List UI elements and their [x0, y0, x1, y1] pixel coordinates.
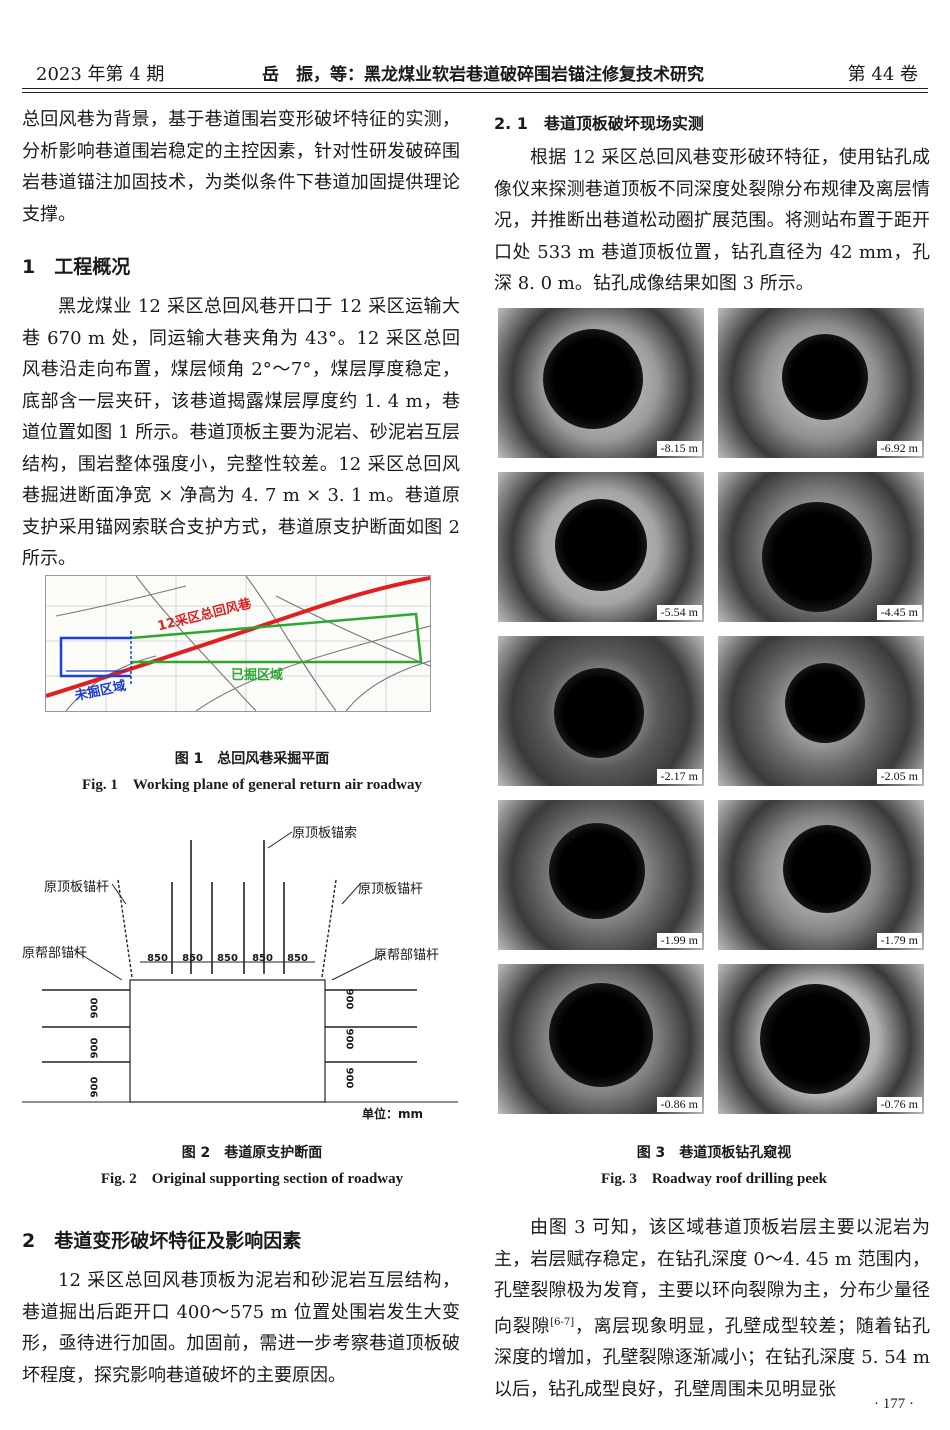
- results-text-b: ，离层现象明显，孔壁成型较差；随着钻孔深度的增加，孔壁裂隙逐渐减小；在钻孔深度 …: [494, 1315, 931, 1400]
- header-rule-top: [22, 88, 928, 89]
- rib-spacing: 900: [343, 1028, 355, 1049]
- roof-spacing: 850: [217, 953, 238, 964]
- fig2-caption-en: Fig. 2 Original supporting section of ro…: [100, 1171, 404, 1187]
- fig3-caption-en: Fig. 3 Roadway roof drilling peek: [601, 1171, 827, 1187]
- volume-number: 第 44 卷: [847, 64, 918, 85]
- borehole-photo: -1.99 m: [498, 800, 704, 950]
- right-column-bottom: 由图 3 可知，该区域巷道顶板岩层主要以泥岩为主，岩层赋存稳定，在钻孔深度 0～…: [494, 1212, 930, 1405]
- label-rib-bolt-left: 原帮部锚杆: [22, 946, 88, 961]
- fig1-caption-en: Fig. 1 Working plane of general return a…: [82, 777, 422, 793]
- figure-1: 12采区总回风巷 已掘区域 未掘区域: [45, 575, 431, 712]
- borehole-photo: -2.17 m: [498, 636, 704, 786]
- left-column-bottom: 2 巷道变形破坏特征及影响因素 12 采区总回风巷顶板为泥岩和砂泥岩互层结构，巷…: [22, 1226, 460, 1391]
- borehole-void: [760, 984, 870, 1094]
- borehole-void: [785, 663, 865, 743]
- depth-label: -0.76 m: [876, 1097, 922, 1112]
- borehole-photo: -5.54 m: [498, 472, 704, 622]
- section-1-paragraph: 黑龙煤业 12 采区总回风巷开口于 12 采区运输大巷 670 m 处，同运输大…: [22, 296, 460, 569]
- figure-2-diagram: [22, 831, 458, 1103]
- borehole-photo: -8.15 m: [498, 308, 704, 458]
- citation[interactable]: [6-7]: [550, 1316, 575, 1328]
- running-title: 岳 振，等：黑龙煤业软岩巷道破碎围岩锚注修复技术研究: [262, 65, 704, 85]
- subsection-2-1-paragraph: 根据 12 采区总回风巷变形破环特征，使用钻孔成像仪来探测巷道顶板不同深度处裂隙…: [494, 147, 930, 294]
- label-roof-bolt-left: 原顶板锚杆: [44, 880, 110, 895]
- borehole-void: [549, 983, 653, 1087]
- depth-label: -5.54 m: [656, 605, 702, 620]
- section-1-heading: 1 工程概况: [22, 256, 131, 278]
- fig3-caption-cn: 图 3 巷道顶板钻孔窥视: [636, 1145, 792, 1161]
- borehole-void: [762, 502, 872, 612]
- rib-spacing: 900: [89, 1076, 101, 1098]
- label-roof-cable: 原顶板锚索: [292, 826, 358, 841]
- figure-2: 原顶板锚索 原顶板锚杆 原顶板锚杆 原帮部锚杆 原帮部锚杆 850 850 85…: [22, 822, 458, 1121]
- depth-label: -2.05 m: [876, 769, 922, 784]
- label-roof-bolt-right: 原顶板锚杆: [358, 882, 424, 897]
- fig1-caption-cn: 图 1 总回风巷采掘平面: [174, 751, 330, 767]
- label-rib-bolt-right: 原帮部锚杆: [374, 948, 440, 963]
- figure-1-map: [46, 576, 430, 711]
- depth-label: -0.86 m: [656, 1097, 702, 1112]
- right-rib-spacing-col: 900 900 900: [334, 989, 364, 1089]
- roof-spacing: 850: [287, 953, 308, 964]
- depth-label: -6.92 m: [876, 441, 922, 456]
- borehole-void: [782, 334, 868, 420]
- section-2-paragraph: 12 采区总回风巷顶板为泥岩和砂泥岩互层结构，巷道掘出后距开口 400～575 …: [22, 1270, 460, 1386]
- left-column: 总回风巷为背景，基于巷道围岩变形破坏特征的实测，分析影响巷道围岩稳定的主控因素，…: [22, 104, 460, 575]
- journal-issue: 2023 年第 4 期: [36, 64, 165, 85]
- depth-label: -1.99 m: [656, 933, 702, 948]
- left-rib-spacing-col: 900 900 900: [80, 998, 110, 1098]
- results-paragraph: 由图 3 可知，该区域巷道顶板岩层主要以泥岩为主，岩层赋存稳定，在钻孔深度 0～…: [494, 1212, 930, 1405]
- rib-spacing: 900: [89, 997, 101, 1019]
- label-mined-area: 已掘区域: [231, 668, 284, 683]
- right-column: 2. 1 巷道顶板破坏现场实测 根据 12 采区总回风巷变形破环特征，使用钻孔成…: [494, 110, 930, 300]
- roof-spacing: 850: [252, 953, 273, 964]
- borehole-photo: -1.79 m: [718, 800, 924, 950]
- borehole-photo: -6.92 m: [718, 308, 924, 458]
- borehole-void: [549, 823, 645, 919]
- borehole-photo: -0.86 m: [498, 964, 704, 1114]
- depth-label: -2.17 m: [656, 769, 702, 784]
- borehole-void: [783, 825, 871, 913]
- intro-paragraph: 总回风巷为背景，基于巷道围岩变形破坏特征的实测，分析影响巷道围岩稳定的主控因素，…: [22, 109, 460, 225]
- depth-label: -8.15 m: [656, 441, 702, 456]
- fig2-caption-cn: 图 2 巷道原支护断面: [181, 1145, 323, 1161]
- rib-spacing: 900: [89, 1037, 101, 1058]
- borehole-photo: -0.76 m: [718, 964, 924, 1114]
- section-2-heading: 2 巷道变形破坏特征及影响因素: [22, 1230, 302, 1252]
- borehole-void: [554, 668, 644, 758]
- roof-spacing: 850: [147, 953, 168, 964]
- subsection-2-1-heading: 2. 1 巷道顶板破坏现场实测: [494, 114, 704, 133]
- rib-spacing: 900: [343, 988, 355, 1010]
- rib-spacing: 900: [343, 1067, 355, 1089]
- header-rule-bottom: [22, 92, 928, 93]
- depth-label: -4.45 m: [876, 605, 922, 620]
- borehole-photo: -4.45 m: [718, 472, 924, 622]
- borehole-void: [555, 499, 647, 591]
- roof-spacing-row: 850 850 850 850 850: [140, 953, 315, 964]
- results-text-a: 由图 3 可知，该区域巷道顶板岩层主要以泥岩为主，岩层赋存稳定，在钻孔深度 0～…: [494, 1217, 930, 1337]
- unit-label: 单位：mm: [362, 1107, 424, 1121]
- figure-3-grid: -8.15 m -6.92 m -5.54 m -4.45 m -2.17 m -2.05…: [498, 308, 928, 1120]
- page-number: · 177 ·: [874, 1396, 914, 1412]
- depth-label: -1.79 m: [876, 933, 922, 948]
- borehole-photo: -2.05 m: [718, 636, 924, 786]
- roof-spacing: 850: [182, 953, 203, 964]
- borehole-void: [543, 329, 643, 429]
